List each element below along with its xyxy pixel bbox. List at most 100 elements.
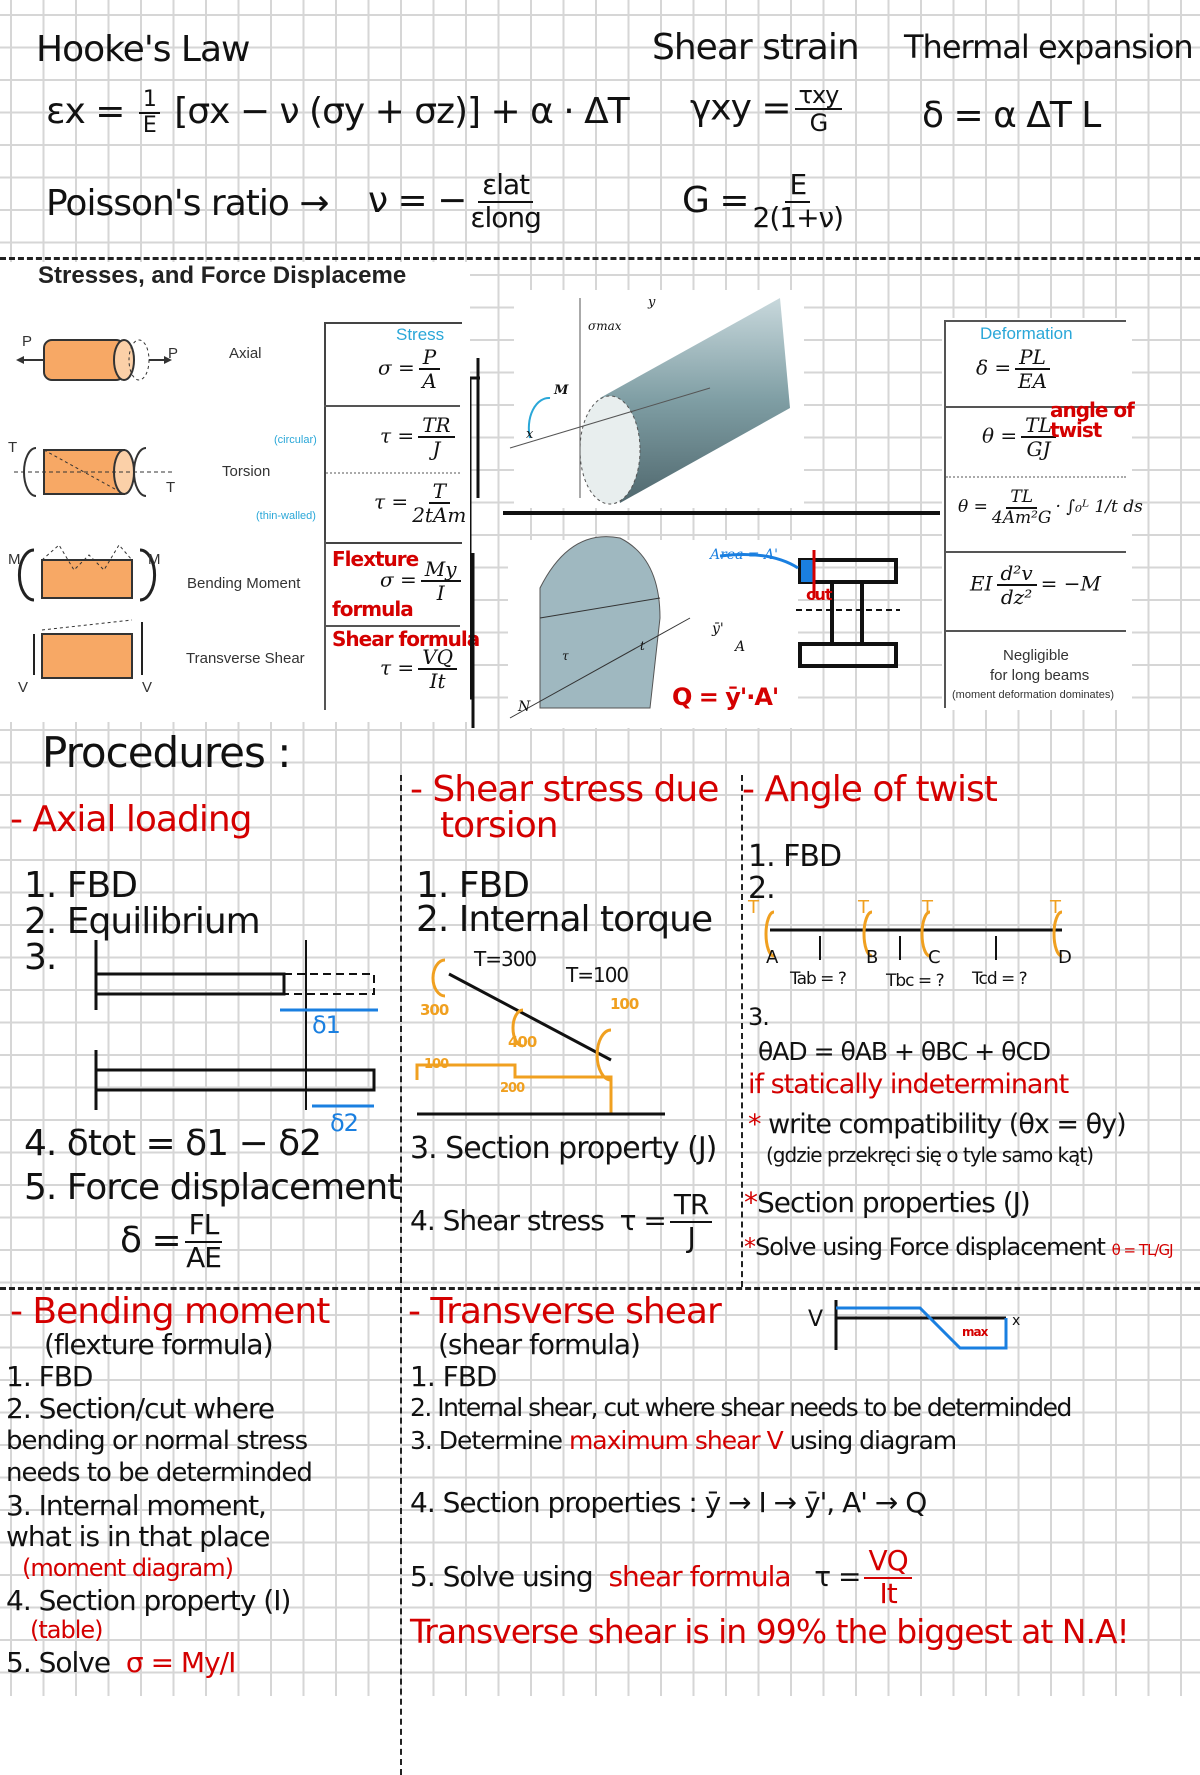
point-label: A — [766, 947, 778, 968]
num: E — [785, 169, 811, 203]
section-divider — [0, 257, 1200, 260]
shear-subtitle: (shear formula) — [438, 1328, 641, 1361]
den: 2(1+ν) — [752, 200, 845, 234]
max-shear: maximum shear V — [568, 1426, 784, 1455]
star: * — [744, 1233, 756, 1261]
axial-step: 5. Force displacement — [24, 1167, 401, 1208]
lhs: δ = — [120, 1219, 182, 1261]
lhs: τ = — [380, 655, 415, 680]
twist-compat-note: (gdzie przekręci się o tyle samo kąt) — [766, 1143, 1094, 1167]
bending-step: 4. Section property (I) — [6, 1584, 291, 1617]
connector-bracket — [470, 376, 480, 700]
deformation-column-border — [944, 320, 946, 708]
row-divider — [324, 625, 460, 627]
torque-label: T — [748, 897, 759, 918]
axial-step: 2. Equilibrium — [24, 901, 261, 942]
formula: θ = TL/GJ — [1111, 1241, 1174, 1259]
bending-solve: 5. Solve σ = My/I — [6, 1646, 236, 1679]
torque-label: T — [858, 897, 869, 918]
stress-column-box — [324, 322, 462, 544]
axial-step: 3. — [24, 937, 57, 978]
num: τxy — [794, 82, 843, 111]
num: d²v — [996, 562, 1037, 586]
twist-compat: * write compatibility (θx = θy) — [748, 1109, 1127, 1140]
label-y: y — [648, 295, 656, 310]
bending-step: 1. FBD — [6, 1360, 93, 1393]
segment-label: Tcd = ? — [972, 969, 1028, 989]
annotation-shear-formula: Shear formula — [332, 627, 480, 651]
column-divider — [400, 775, 402, 1775]
hooke-rhs: [σx − ν (σy + σz)] + α · ΔT — [174, 91, 630, 133]
bending-step: 2. Section/cut where — [6, 1392, 275, 1425]
shear-step-3: 3. Determine maximum shear V using diagr… — [410, 1426, 957, 1455]
shear-step: 4. Section properties : ȳ → I → ȳ', A' →… — [410, 1486, 927, 1519]
lhs: δ = — [976, 355, 1012, 380]
shear-diagram-v: V — [808, 1307, 823, 1332]
formula: σ = My/I — [125, 1646, 236, 1679]
row-divider — [324, 405, 460, 407]
torque-label: T=300 — [474, 947, 537, 971]
torsion-icon — [14, 447, 174, 497]
delta1-label: δ1 — [312, 1011, 341, 1039]
point-label: C — [928, 947, 941, 968]
den: G — [809, 109, 829, 138]
twist-step: 2. — [748, 871, 776, 906]
star: * — [744, 1186, 758, 1219]
den: 4Am²G — [991, 507, 1052, 528]
annotation-flexture: Flexture — [332, 547, 419, 571]
row-divider — [944, 551, 1126, 553]
num: VQ — [418, 646, 458, 670]
label: 3. Determine — [410, 1426, 563, 1455]
twist-step: 3. — [748, 1003, 770, 1031]
num: PL — [1015, 346, 1050, 370]
twist-step: 1. FBD — [748, 839, 842, 874]
deformation-panel — [942, 318, 1132, 710]
text: using diagram — [789, 1426, 957, 1455]
shaft-diagram — [764, 910, 1063, 960]
torque-diagram — [415, 958, 665, 1116]
shear-strain-title: Shear strain — [652, 27, 860, 68]
row-divider — [944, 406, 1126, 408]
area-arrow — [719, 553, 799, 570]
shear-formula: shear formula — [608, 1559, 791, 1593]
delta2-label: δ2 — [330, 1109, 359, 1137]
torque-value: 300 — [420, 1001, 449, 1019]
torque-value: 400 — [508, 1033, 537, 1051]
den: I — [436, 581, 445, 605]
tail: = −M — [1040, 571, 1101, 596]
text: write compatibility (θx = θy) — [768, 1109, 1127, 1140]
num: T — [428, 480, 450, 504]
lhs: σ = — [378, 355, 415, 380]
line: twist — [1050, 418, 1102, 442]
bending-title: - Bending moment — [10, 1291, 330, 1332]
shear-icon — [33, 619, 143, 679]
bending-moment-diagram: (moment diagram) — [22, 1554, 234, 1582]
shear-step: 2. Internal shear, cut where shear needs… — [410, 1393, 1072, 1422]
point-label: B — [866, 947, 878, 968]
num: TL — [1006, 488, 1038, 509]
torsion-step: 3. Section property (J) — [410, 1131, 717, 1166]
annotation-formula: formula — [332, 597, 414, 621]
row-divider — [944, 630, 1126, 632]
segment-label: Tbc = ? — [886, 971, 945, 991]
label-moment: M — [554, 383, 569, 398]
den: GJ — [1026, 437, 1051, 461]
row-label-shear: Transverse Shear — [186, 650, 305, 667]
bending-m-right: M — [148, 551, 161, 568]
